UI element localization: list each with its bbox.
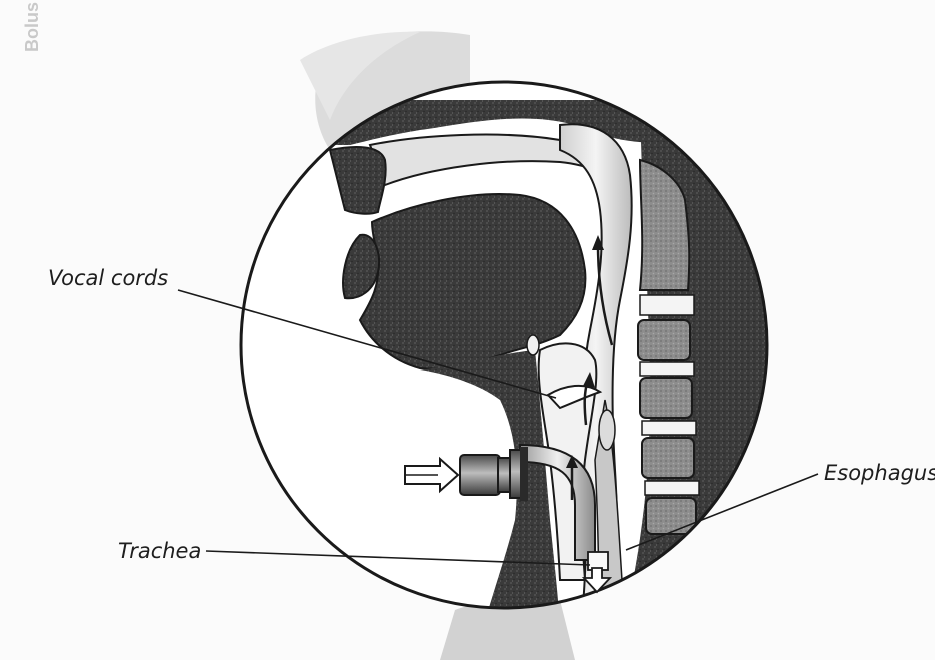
label-esophagus: Esophagus [824,463,935,484]
tube-connector [460,447,528,501]
label-trachea: Trachea [118,541,201,562]
label-vocal-cords: Vocal cords [48,268,168,289]
